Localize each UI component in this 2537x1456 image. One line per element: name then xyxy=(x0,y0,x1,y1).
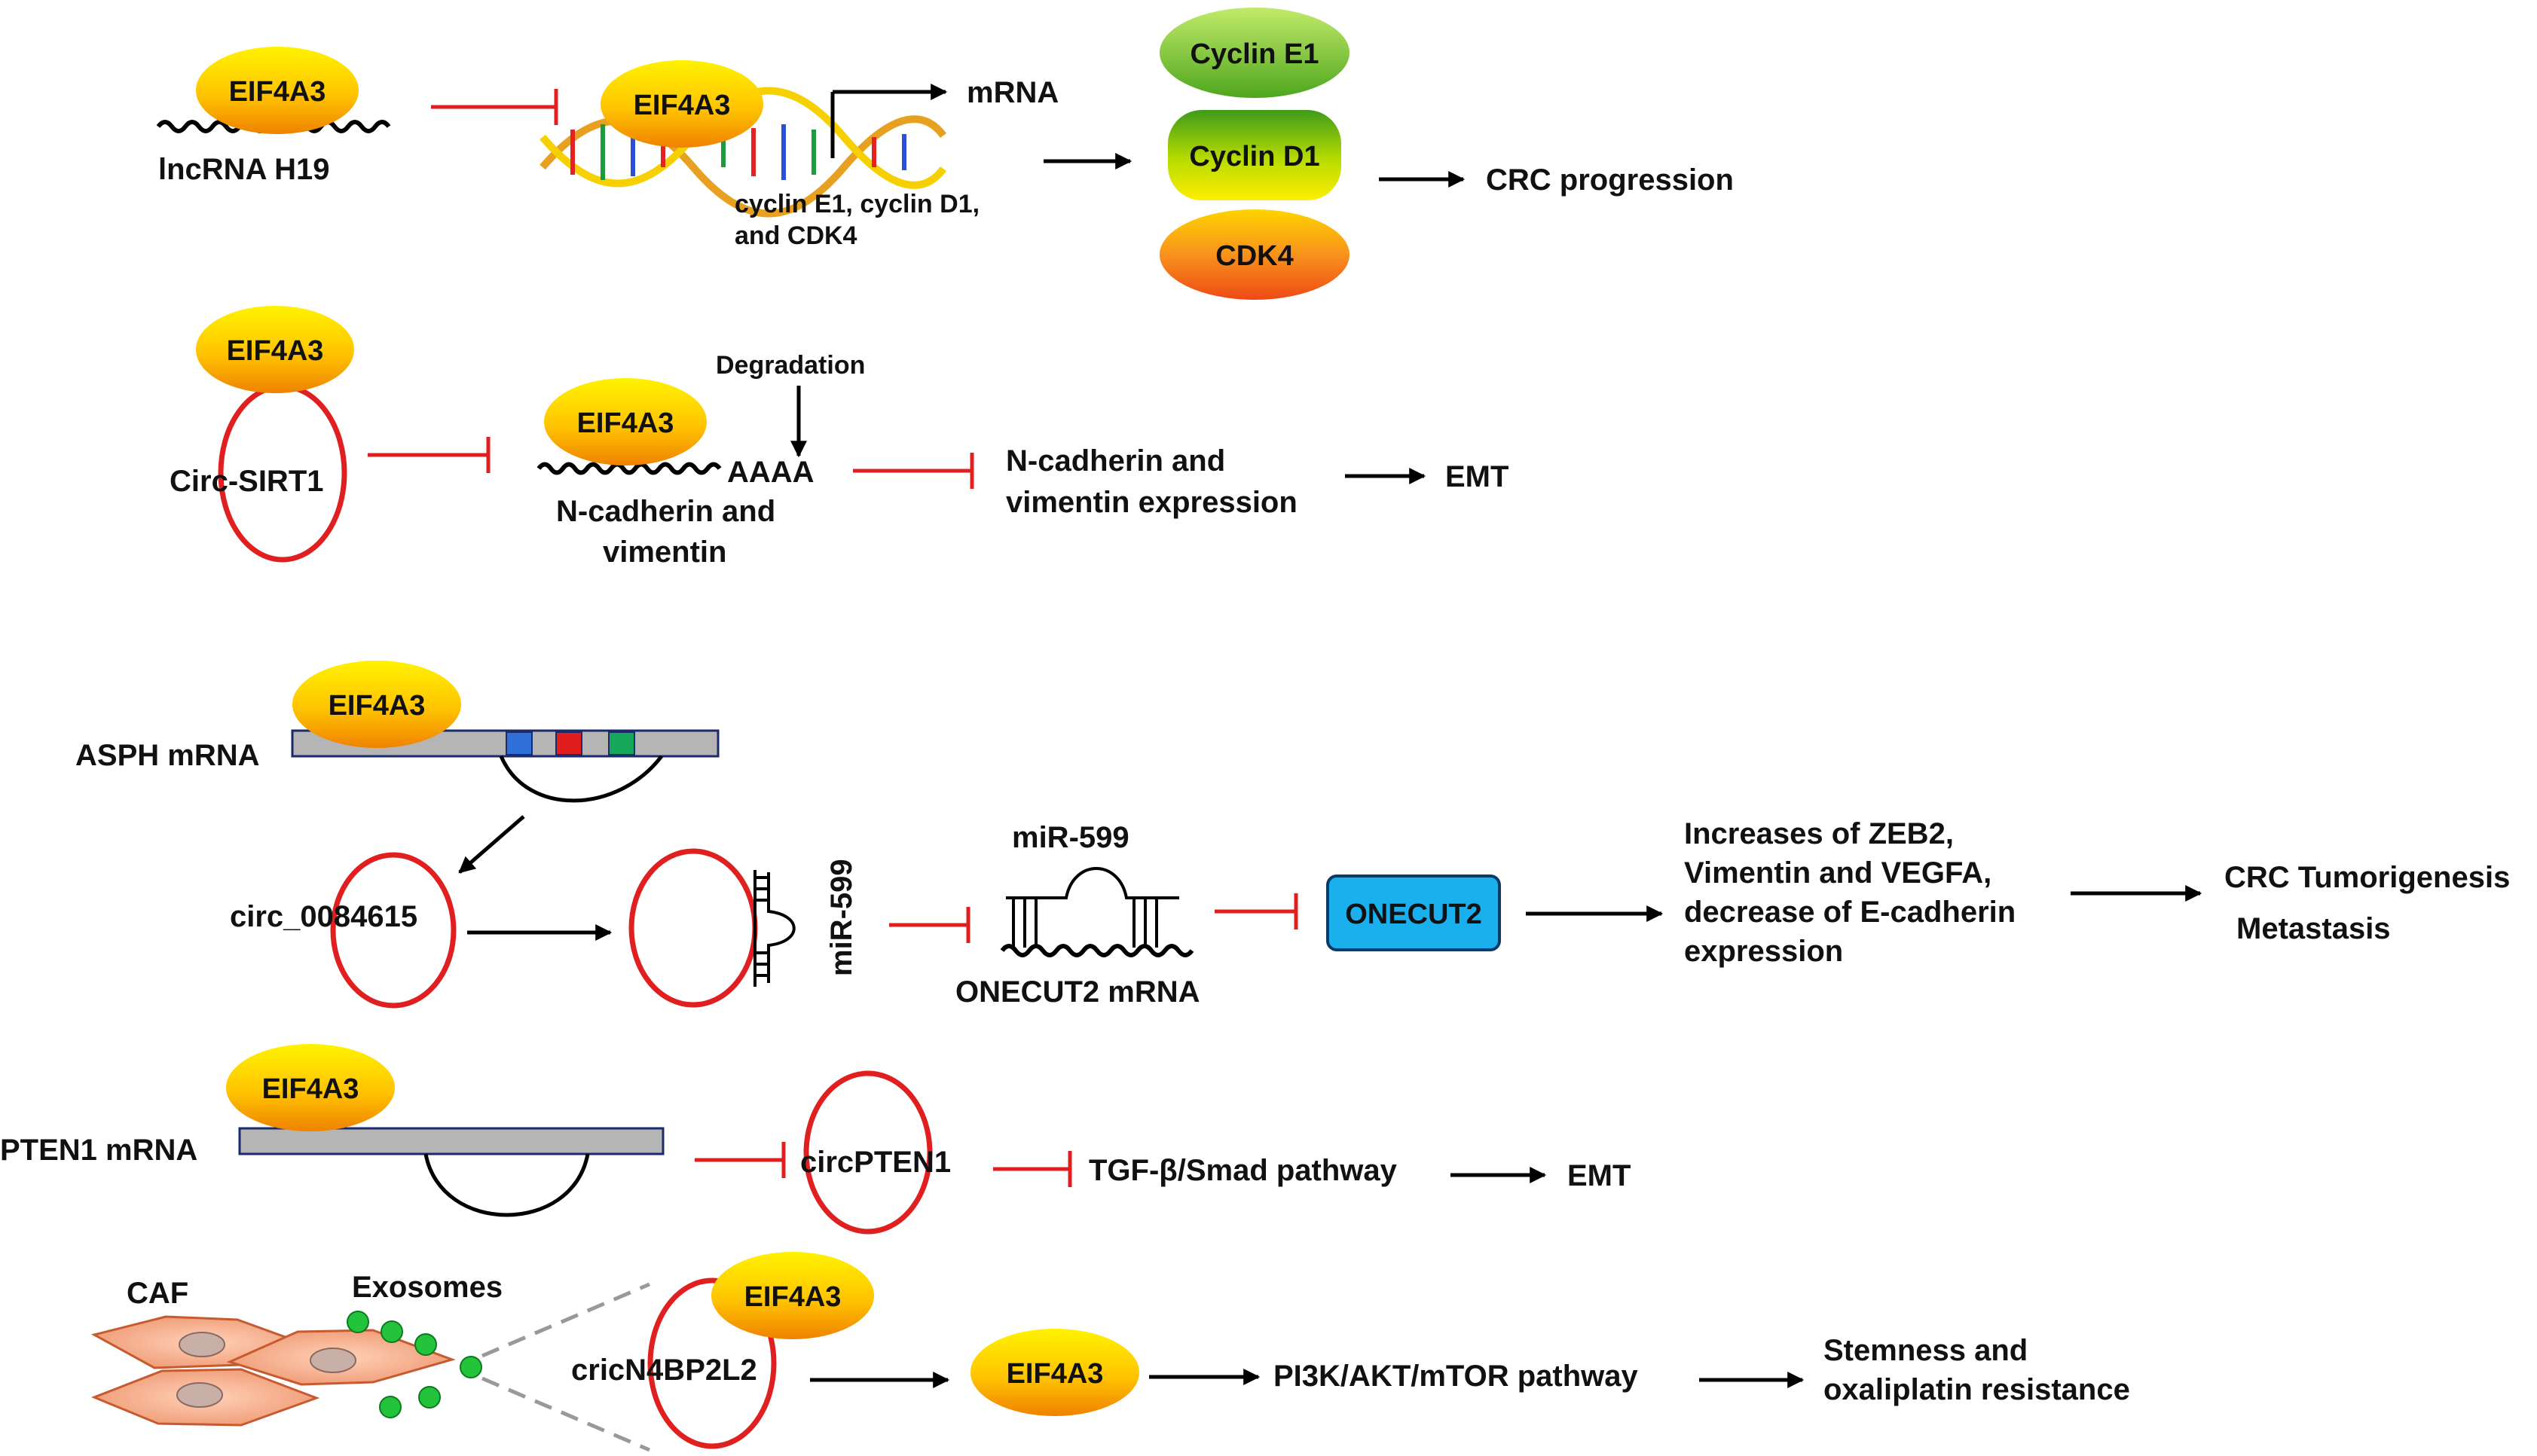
back-splice-loop xyxy=(423,1153,590,1217)
crc-tumorigenesis-label: CRC Tumorigenesis xyxy=(2224,861,2510,894)
lncrna-h19-label: lncRNA H19 xyxy=(158,153,329,186)
circrna-loop-icon xyxy=(803,1070,933,1235)
emt-label: EMT xyxy=(1445,460,1508,493)
caf-cell-icon xyxy=(90,1315,456,1427)
eif4a3-label: EIF4A3 xyxy=(262,1073,359,1105)
mirna-hairpin-icon xyxy=(753,870,796,987)
effects-line1: Increases of ZEB2, xyxy=(1684,817,1954,850)
onecut2-mrna-label: ONECUT2 mRNA xyxy=(955,975,1200,1009)
eif4a3-protein xyxy=(196,47,359,134)
onecut2-box xyxy=(1326,875,1501,951)
eif4a3-label: EIF4A3 xyxy=(577,407,674,439)
exon-green xyxy=(608,731,635,755)
mirna-duplex-icon xyxy=(1006,867,1179,948)
cricn4bp2l2-label: cricN4BP2L2 xyxy=(571,1354,757,1387)
back-splice-loop xyxy=(499,755,663,803)
eif4a3-protein xyxy=(601,60,763,148)
degradation-label: Degradation xyxy=(716,351,865,380)
cdk4-protein xyxy=(1160,209,1350,300)
circ-sirt1-label: Circ-SIRT1 xyxy=(170,465,324,498)
row-asph-circ0084615: ASPH mRNA EIF4A3 circ_0084615 miR-599 mi… xyxy=(75,661,2510,1009)
circrna-loop-icon xyxy=(330,852,457,1009)
row-pten1: PTEN1 mRNA EIF4A3 circPTEN1 TGF-β/Smad p… xyxy=(0,1044,1631,1235)
mir-599-vertical-label: miR-599 xyxy=(825,859,858,976)
pten1-mrna-label: PTEN1 mRNA xyxy=(0,1134,197,1167)
effects-line2: Vimentin and VEGFA, xyxy=(1684,856,1991,890)
eif4a3-protein xyxy=(970,1329,1139,1416)
circ-0084615-label: circ_0084615 xyxy=(230,900,417,933)
eif4a3-protein xyxy=(711,1252,874,1339)
asph-mrna-label: ASPH mRNA xyxy=(75,739,259,772)
target-label-line1: N-cadherin and xyxy=(556,495,775,528)
dashed-zoom-line xyxy=(481,1282,650,1358)
exon-red xyxy=(555,731,582,755)
cyclin-e1-label: Cyclin E1 xyxy=(1190,38,1319,70)
eif4a3-label: EIF4A3 xyxy=(1007,1358,1104,1390)
tgf-beta-pathway-label: TGF-β/Smad pathway xyxy=(1089,1154,1398,1187)
cyclin-d1-label: Cyclin D1 xyxy=(1189,141,1319,172)
circrna-loop-icon xyxy=(628,848,758,1008)
mrna-strand xyxy=(536,462,722,475)
polya-tail-label: AAAA xyxy=(727,456,815,489)
metastasis-label: Metastasis xyxy=(2236,912,2391,945)
oxaliplatin-label: oxaliplatin resistance xyxy=(1823,1373,2130,1406)
pten1-mrna-bar xyxy=(238,1127,665,1155)
exon-blue xyxy=(506,731,533,755)
cyclin-e1-protein xyxy=(1160,8,1350,98)
stemness-label: Stemness and xyxy=(1823,1334,2028,1367)
mrna-label: mRNA xyxy=(967,76,1059,109)
eif4a3-protein xyxy=(226,1044,395,1131)
row-lncrna-h19: EIF4A3 lncRNA H19 EIF4A3 mRN xyxy=(156,8,1734,300)
cyclin-d1-protein xyxy=(1168,110,1341,200)
circpten1-label: circPTEN1 xyxy=(800,1146,951,1179)
target-label-line2: vimentin xyxy=(603,536,726,569)
onecut2-label: ONECUT2 xyxy=(1345,899,1482,930)
eif4a3-label: EIF4A3 xyxy=(634,90,731,121)
row-caf-exosomes: CAF Exosomes EIF4A3 cricN4BP2L2 EIF4A3 xyxy=(90,1252,2130,1452)
effects-line4: expression xyxy=(1684,935,1843,968)
eif4a3-protein xyxy=(292,661,461,748)
mir-599-label: miR-599 xyxy=(1012,821,1129,854)
row-circ-sirt1: EIF4A3 Circ-SIRT1 EIF4A3 AAAA Degradatio… xyxy=(170,306,1508,569)
caf-label: CAF xyxy=(127,1277,188,1310)
eif4a3-protein xyxy=(196,306,354,393)
dashed-zoom-line xyxy=(481,1376,650,1452)
pi3k-akt-mtor-label: PI3K/AKT/mTOR pathway xyxy=(1273,1360,1639,1393)
emt-label: EMT xyxy=(1567,1159,1631,1192)
eif4a3-label: EIF4A3 xyxy=(229,76,326,108)
circrna-loop-icon xyxy=(647,1277,777,1449)
eif4a3-label: EIF4A3 xyxy=(227,335,324,367)
expression-label-line2: vimentin expression xyxy=(1006,486,1298,519)
eif4a3-label: EIF4A3 xyxy=(329,690,426,722)
genes-label-line2: and CDK4 xyxy=(735,221,857,250)
crc-progression-label: CRC progression xyxy=(1486,163,1734,197)
exosomes-label: Exosomes xyxy=(352,1271,503,1304)
exosome-icon xyxy=(347,1311,482,1418)
eif4a3-label: EIF4A3 xyxy=(744,1281,842,1313)
eif4a3-protein xyxy=(544,378,707,465)
effects-line3: decrease of E-cadherin xyxy=(1684,896,2016,929)
cdk4-label: CDK4 xyxy=(1215,240,1293,272)
splice-arrow xyxy=(458,815,525,874)
expression-label-line1: N-cadherin and xyxy=(1006,444,1225,478)
genes-label-line1: cyclin E1, cyclin D1, xyxy=(735,190,980,218)
onecut2-mrna-strand xyxy=(1000,944,1194,957)
